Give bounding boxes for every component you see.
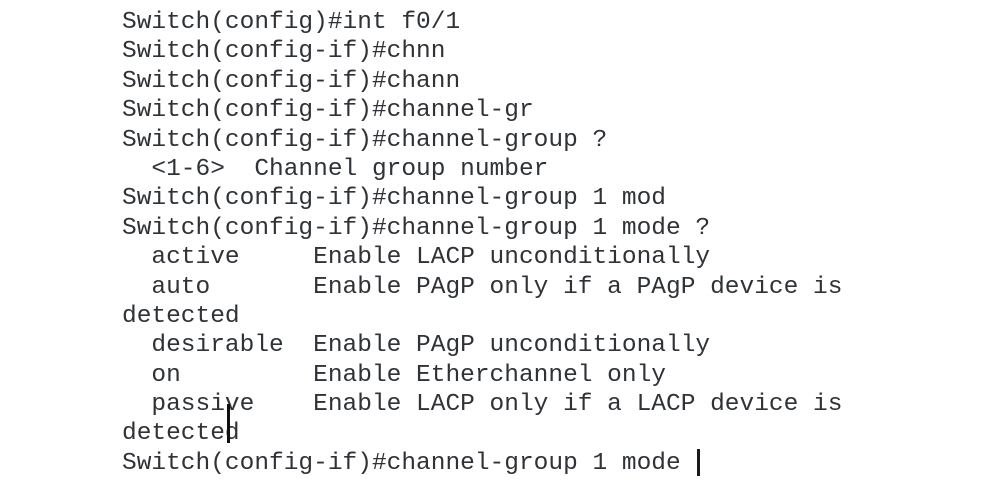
terminal-line: Switch(config)#int f0/1 xyxy=(122,9,461,36)
terminal-line: on Enable Etherchannel only xyxy=(122,361,666,389)
terminal-line: detected xyxy=(122,302,240,330)
terminal-text-cursor xyxy=(697,448,701,476)
terminal-line: <1-6> Channel group number xyxy=(122,155,549,183)
terminal-line: Switch(config-if)#channel-gr xyxy=(122,97,534,125)
terminal-line: Switch(config-if)#chnn xyxy=(122,38,446,66)
terminal-line: active Enable LACP unconditionally xyxy=(122,244,711,272)
terminal-line: auto Enable PAgP only if a PAgP device i… xyxy=(122,273,843,301)
terminal-line: desirable Enable PAgP unconditionally xyxy=(122,332,711,360)
terminal-line: Switch(config-if)#channel-group 1 mode ? xyxy=(122,214,711,242)
terminal-line: Switch(config-if)#channel-group ? xyxy=(122,126,608,154)
terminal-line: Switch(config-if)#chann xyxy=(122,67,461,95)
terminal-line: Switch(config-if)#channel-group 1 mode xyxy=(122,448,842,478)
terminal-line: passive Enable LACP only if a LACP devic… xyxy=(122,391,843,419)
text-ibeam-mouse-cursor xyxy=(227,404,230,443)
terminal-line: detected xyxy=(122,420,240,448)
terminal-line: Switch(config-if)#channel-group 1 mod xyxy=(122,185,666,213)
